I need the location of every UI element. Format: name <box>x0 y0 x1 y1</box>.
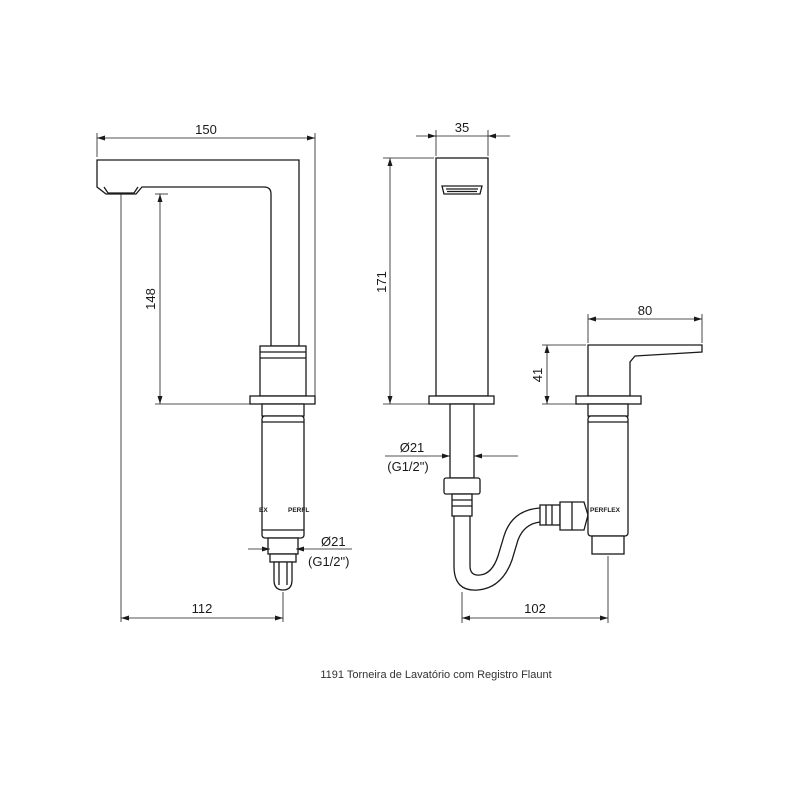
arrow <box>262 546 270 552</box>
dim-label-148: 148 <box>143 288 158 310</box>
arrow <box>121 615 129 621</box>
arrow <box>307 135 315 141</box>
dim-label-dia-left: Ø21 <box>321 534 346 549</box>
drawing-caption: 1191 Torneira de Lavatório com Registro … <box>320 669 551 681</box>
shank-body <box>261 415 305 539</box>
arrow <box>387 396 393 404</box>
arrow <box>442 453 450 459</box>
hex-nut <box>559 501 589 531</box>
dim-label-102: 102 <box>524 601 546 616</box>
spout-body <box>435 157 489 397</box>
brand-left-b: PERFL <box>288 507 309 514</box>
dim-label-112: 112 <box>192 601 213 616</box>
hose-connector <box>539 504 561 526</box>
arrow <box>694 316 702 322</box>
hose-inner <box>469 507 541 576</box>
coupling-nut <box>443 477 481 495</box>
arrow <box>157 396 163 404</box>
arrow <box>275 615 283 621</box>
nut <box>267 537 299 555</box>
valve-plate <box>575 395 642 405</box>
dim-label-thread-right: (G1/2") <box>387 459 428 474</box>
coupling-neck <box>451 493 473 517</box>
arrow <box>296 546 304 552</box>
arrow <box>97 135 105 141</box>
spout-outline <box>96 159 300 347</box>
dim-label-dia-right: Ø21 <box>400 440 425 455</box>
dim-label-80: 80 <box>638 303 652 318</box>
right-view: PERFLEX 35 171 80 41 Ø21 <box>374 120 703 623</box>
aerator-front <box>441 185 483 195</box>
dim-label-150: 150 <box>195 122 217 137</box>
arrow <box>544 396 550 404</box>
shank-top <box>261 403 305 417</box>
shank-right <box>449 403 475 479</box>
dim-label-thread-left: (G1/2") <box>308 554 349 569</box>
brand-right: PERFLEX <box>590 507 621 514</box>
base-collar <box>259 345 307 397</box>
arrow <box>462 615 470 621</box>
valve-body <box>587 415 629 537</box>
aerator-tip <box>103 186 139 194</box>
nut-lower <box>269 553 297 563</box>
arrow <box>428 133 436 139</box>
arrow <box>387 158 393 166</box>
arrow <box>474 453 482 459</box>
hose-outer <box>453 516 541 591</box>
valve-top <box>587 403 629 417</box>
left-view: EX PERFL 150 148 112 Ø21 ( <box>96 122 352 622</box>
mounting-plate <box>249 395 316 405</box>
valve-nut <box>591 535 625 555</box>
valve-lever <box>587 344 703 397</box>
arrow <box>488 133 496 139</box>
arrow <box>600 615 608 621</box>
mounting-plate-right <box>428 395 495 405</box>
dim-label-171: 171 <box>374 271 389 293</box>
arrow <box>544 345 550 353</box>
hose-end <box>273 561 293 591</box>
arrow <box>588 316 596 322</box>
dim-label-41: 41 <box>530 368 545 382</box>
brand-left-a: EX <box>259 507 268 514</box>
arrow <box>157 194 163 202</box>
dim-label-35: 35 <box>455 120 469 135</box>
